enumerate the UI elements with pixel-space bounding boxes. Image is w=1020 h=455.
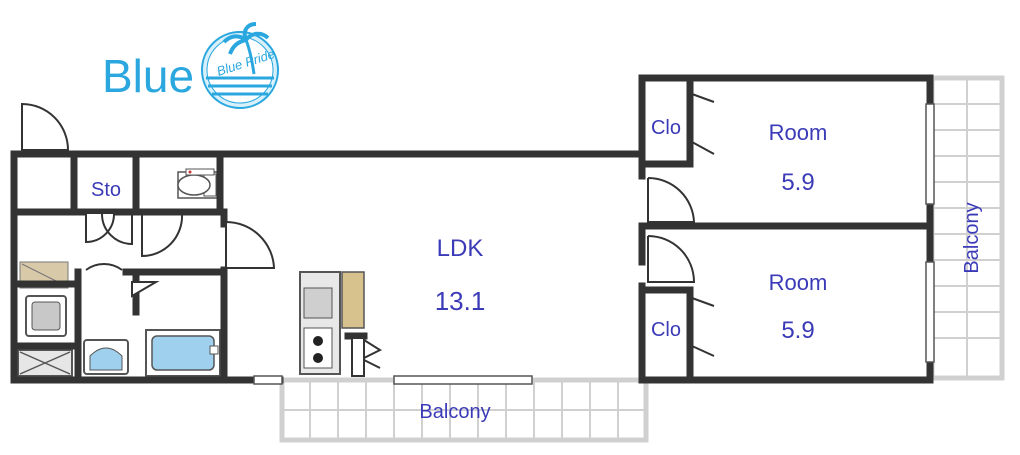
room-lower-label: Room <box>769 270 828 295</box>
balcony-right <box>929 75 1005 381</box>
closet-upper-label: Clo <box>651 117 681 139</box>
windows <box>253 103 935 385</box>
doors <box>21 102 696 377</box>
ldk-size: 13.1 <box>435 286 486 316</box>
ldk-label: LDK <box>437 235 484 262</box>
room-lower-size: 5.9 <box>781 317 814 344</box>
palm-tree-sunset-icon <box>201 22 279 109</box>
walls <box>10 74 934 384</box>
brand-name: Blue <box>102 50 194 102</box>
shoe-cabinet <box>17 349 73 377</box>
storage-label: Sto <box>91 179 121 201</box>
bathtub <box>145 329 221 377</box>
toilet <box>177 168 219 199</box>
wash-basin <box>83 339 129 375</box>
washing-machine-pan <box>25 295 67 337</box>
closet-lower-label: Clo <box>651 319 681 341</box>
balcony-right-label: Balcony <box>961 202 983 273</box>
brand-logo: Blue Blue Pride <box>102 22 279 109</box>
room-upper-label: Room <box>769 120 828 145</box>
balcony-bottom-label: Balcony <box>419 401 490 423</box>
kitchen-counter <box>299 271 365 375</box>
closet-doors <box>691 93 715 376</box>
room-upper-size: 5.9 <box>781 169 814 196</box>
